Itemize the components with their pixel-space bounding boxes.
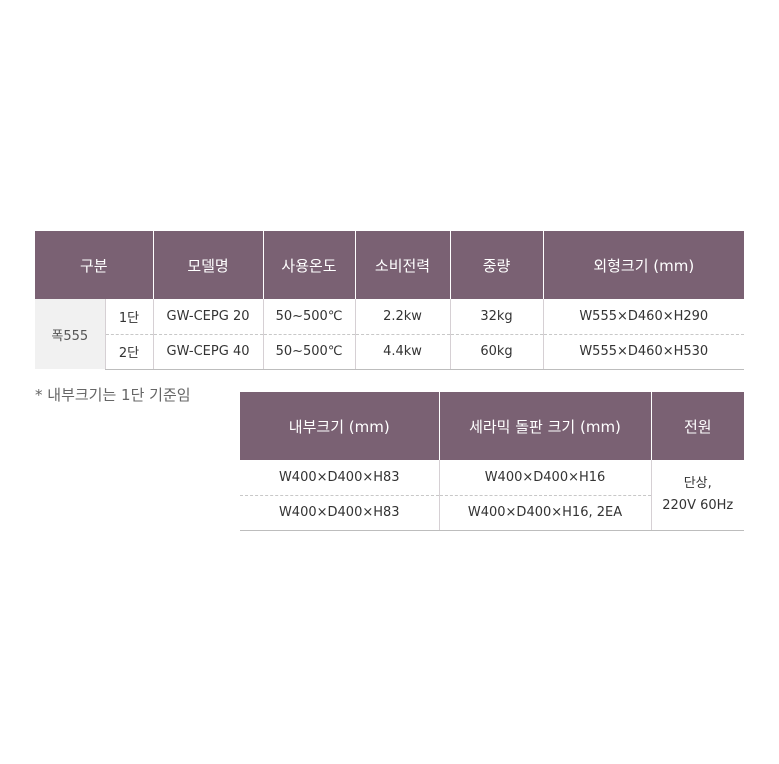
temperature-cell: 50~500℃ — [262, 299, 356, 335]
power-supply-voltage: 220V 60Hz — [662, 497, 734, 513]
inner-spec-table: 내부크기 (mm) 세라믹 돌판 크기 (mm) 전원 W400×D400×H8… — [240, 392, 744, 531]
spec-table: 구분 모델명 사용온도 소비전력 중량 외형크기 (mm) 폭555 1단 GW… — [35, 231, 745, 370]
header-power-consumption: 소비전력 — [354, 231, 451, 299]
stone-size-cell: W400×D400×H16 — [438, 460, 651, 496]
table-row: 폭555 1단 GW-CEPG 20 50~500℃ 2.2kw 32kg W5… — [35, 299, 745, 369]
header-stone-size: 세라믹 돌판 크기 (mm) — [438, 392, 651, 460]
inner-header-row: 내부크기 (mm) 세라믹 돌판 크기 (mm) 전원 — [240, 392, 744, 460]
inner-size-note: * 내부크기는 1단 기준임 — [35, 386, 191, 404]
model-cell: GW-CEPG 20 — [152, 299, 264, 335]
table-row: W400×D400×H83 W400×D400×H16, 2EA — [240, 495, 744, 531]
power-cell: 4.4kw — [354, 334, 451, 370]
model-cell: GW-CEPG 40 — [152, 334, 264, 370]
inner-size-cell: W400×D400×H83 — [240, 495, 439, 531]
power-supply-phase: 단상, — [683, 475, 712, 491]
temperature-cell: 50~500℃ — [262, 334, 356, 370]
header-power-supply: 전원 — [650, 392, 744, 460]
header-inner-size: 내부크기 (mm) — [240, 392, 439, 460]
table-row: 2단 GW-CEPG 40 50~500℃ 4.4kw 60kg W555×D4… — [35, 334, 745, 370]
outer-size-cell: W555×D460×H530 — [542, 334, 745, 370]
tier-cell: 1단 — [104, 299, 154, 335]
power-cell: 2.2kw — [354, 299, 451, 335]
header-category: 구분 — [35, 231, 154, 299]
header-weight: 중량 — [449, 231, 544, 299]
outer-size-cell: W555×D460×H290 — [542, 299, 745, 335]
group-label: 폭555 — [35, 299, 105, 369]
table-row: W400×D400×H83 W400×D400×H16 단상, 220V 60H… — [240, 460, 744, 531]
spec-header-row: 구분 모델명 사용온도 소비전력 중량 외형크기 (mm) — [35, 231, 745, 299]
header-outer-size: 외형크기 (mm) — [542, 231, 745, 299]
tier-cell: 2단 — [104, 334, 154, 370]
power-supply-cell: 단상, 220V 60Hz — [650, 460, 744, 531]
inner-size-cell: W400×D400×H83 — [240, 460, 439, 496]
weight-cell: 60kg — [449, 334, 544, 370]
header-temperature: 사용온도 — [262, 231, 356, 299]
header-model: 모델명 — [152, 231, 264, 299]
weight-cell: 32kg — [449, 299, 544, 335]
stone-size-cell: W400×D400×H16, 2EA — [438, 495, 651, 531]
